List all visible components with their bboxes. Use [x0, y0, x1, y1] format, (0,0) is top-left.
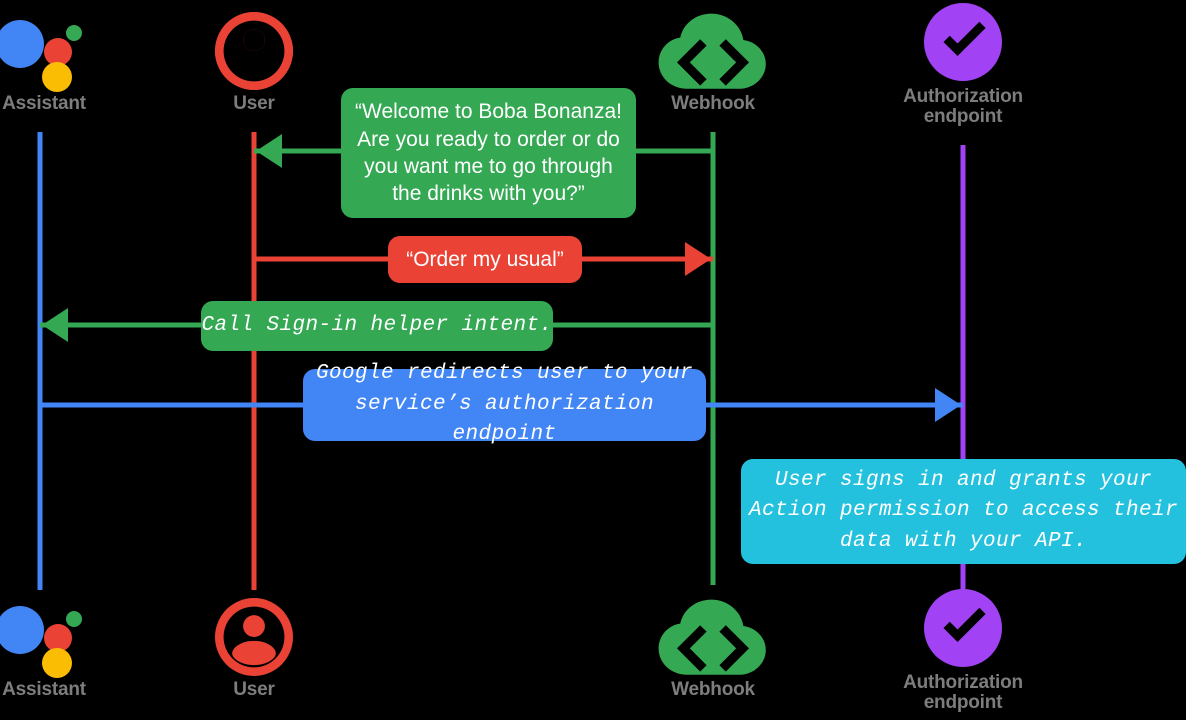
cloud-code-svg: [658, 13, 766, 89]
message-text-order-my-usual: “Order my usual”: [406, 247, 564, 271]
cloud-code-svg: [658, 599, 766, 675]
assistant-blue-dot-icon: [0, 20, 44, 68]
google-assistant-icon: [0, 8, 94, 94]
message-bubble-google-redirects: Google redirects user to your service’s …: [303, 362, 706, 446]
actor-assistant-bottom: Assistant: [0, 594, 139, 700]
message-text-google-redirects: Google redirects user to your service’s …: [315, 362, 694, 447]
actor-label-user: User: [233, 679, 275, 700]
actor-label-webhook: Webhook: [671, 93, 755, 114]
check-circle-svg: [924, 589, 1002, 667]
lifeline-user: [251, 132, 257, 590]
message-text-call-signin-helper: Call Sign-in helper intent.: [201, 313, 553, 337]
cloud-code-icon: [658, 8, 766, 94]
assistant-red-dot-icon: [44, 624, 72, 652]
assistant-green-dot-icon: [66, 25, 82, 41]
assistant-green-dot-icon: [66, 611, 82, 627]
lifeline-assistant: [37, 132, 43, 590]
actor-webhook-bottom: Webhook: [618, 594, 808, 700]
assistant-red-dot-icon: [44, 38, 72, 66]
arrowhead-order-my-usual: [685, 242, 711, 276]
cloud-code-icon: [658, 594, 766, 680]
actor-assistant-top: Assistant: [0, 8, 139, 114]
lifeline-webhook: [710, 132, 716, 585]
note-bubble-user-signs-in: User signs in and grants your Action per…: [741, 459, 1186, 564]
assistant-blue-dot-icon: [0, 606, 44, 654]
arrowhead-call-signin-helper: [42, 308, 68, 342]
arrowhead-welcome: [256, 134, 282, 168]
check-circle-icon: [913, 587, 1013, 673]
message-bubble-order-my-usual: “Order my usual”: [388, 236, 582, 283]
actor-user-bottom: User: [159, 594, 349, 700]
user-avatar-icon: [204, 8, 304, 94]
user-avatar-icon: [204, 594, 304, 680]
actor-label-authorization-endpoint: Authorization endpoint: [903, 86, 1023, 127]
message-bubble-welcome: “Welcome to Boba Bonanza! Are you ready …: [341, 88, 636, 218]
actor-webhook-top: Webhook: [618, 8, 808, 114]
actor-user-top: User: [159, 8, 349, 114]
actor-label-webhook: Webhook: [671, 679, 755, 700]
actor-authorization-endpoint-bottom: Authorization endpoint: [868, 587, 1058, 713]
message-bubble-call-signin-helper: Call Sign-in helper intent.: [201, 301, 553, 351]
arrowhead-google-redirects: [935, 388, 961, 422]
google-assistant-icon: [0, 594, 94, 680]
assistant-yellow-dot-icon: [42, 62, 72, 92]
actor-label-authorization-endpoint: Authorization endpoint: [903, 672, 1023, 713]
check-circle-icon: [913, 1, 1013, 87]
check-circle-svg: [924, 3, 1002, 81]
actor-label-assistant: Assistant: [2, 679, 86, 700]
user-avatar-svg: [215, 598, 293, 676]
lifeline-authorization-endpoint: [960, 145, 966, 590]
actor-authorization-endpoint-top: Authorization endpoint: [868, 1, 1058, 127]
actor-label-user: User: [233, 93, 275, 114]
assistant-yellow-dot-icon: [42, 648, 72, 678]
message-text-welcome: “Welcome to Boba Bonanza! Are you ready …: [355, 100, 622, 206]
user-avatar-svg: [215, 12, 293, 90]
actor-label-assistant: Assistant: [2, 93, 86, 114]
note-text-user-signs-in: User signs in and grants your Action per…: [748, 468, 1179, 553]
